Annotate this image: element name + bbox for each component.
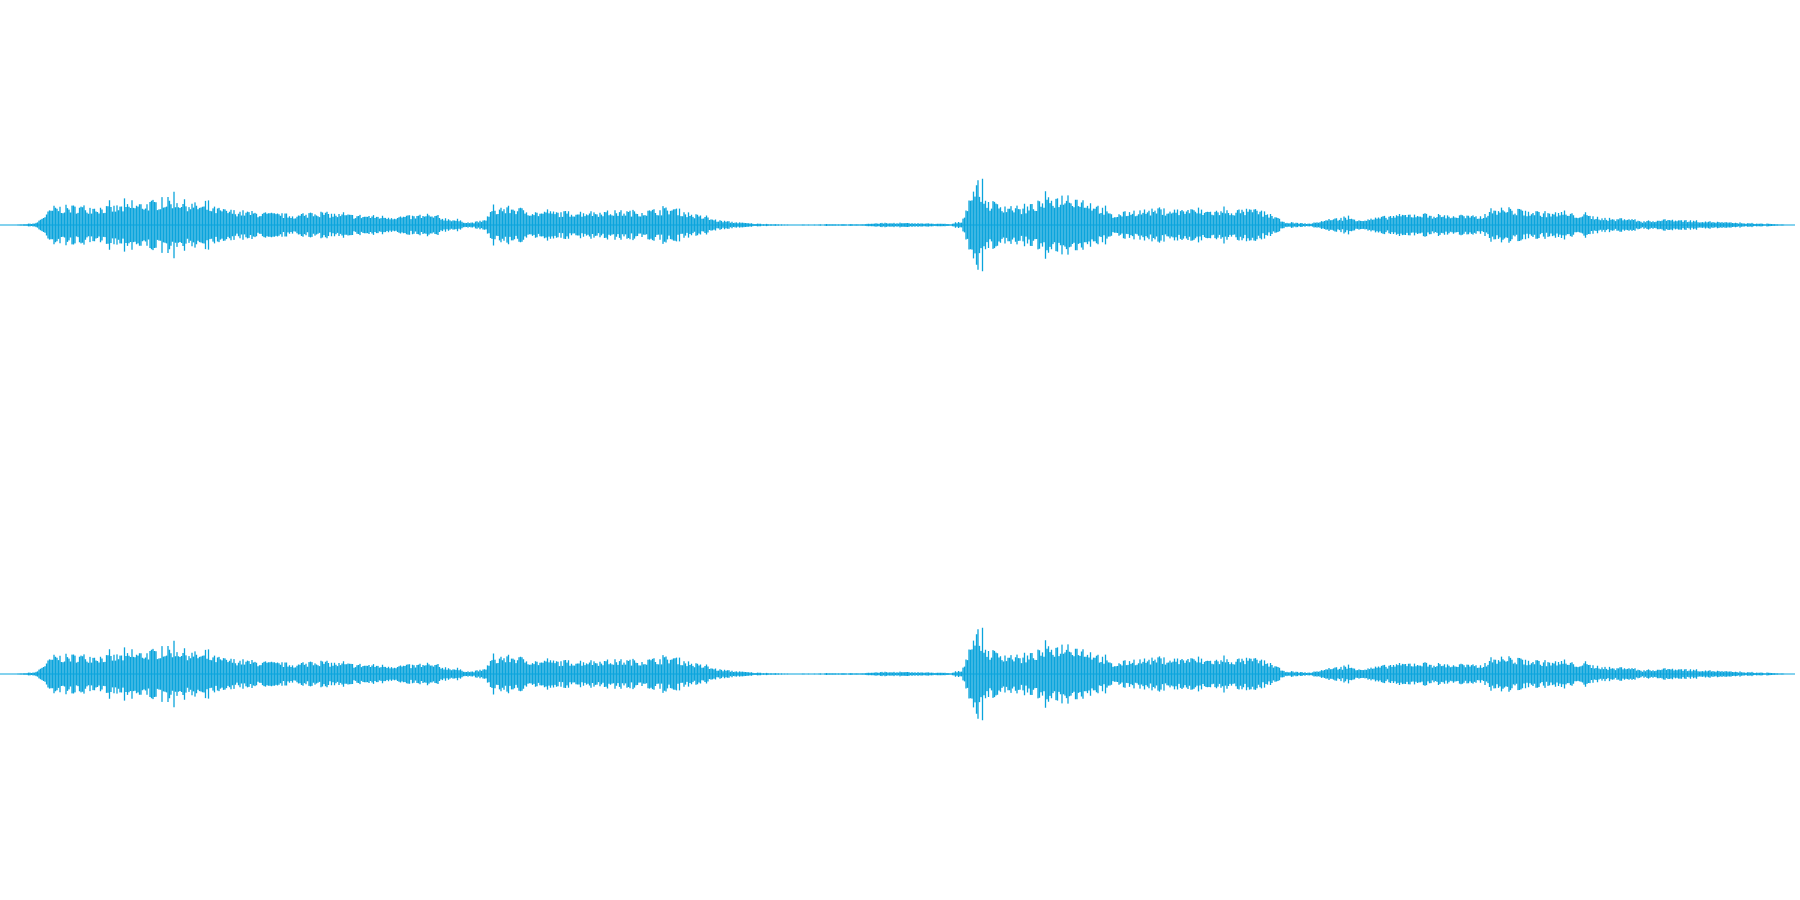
channel-1-waveform: [0, 178, 1795, 272]
waveform-samples: [0, 627, 1795, 721]
waveform-samples: [0, 178, 1795, 272]
channel-2-waveform: [0, 627, 1795, 721]
